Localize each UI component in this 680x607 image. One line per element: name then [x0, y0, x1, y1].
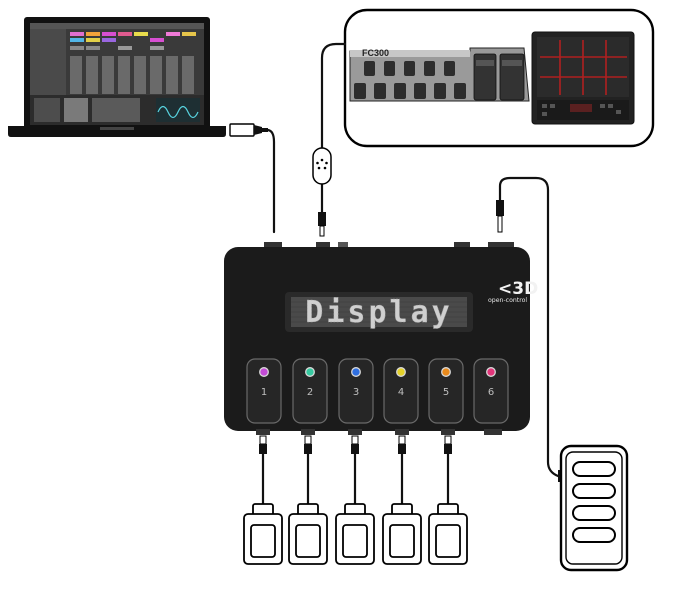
expression-pedal-icon [558, 444, 629, 572]
brand-name: open-control [488, 297, 527, 304]
footswitch-button-6[interactable]: 6 [473, 358, 509, 424]
footswitch-led [259, 367, 269, 377]
footswitch-led [396, 367, 406, 377]
footswitch-button-5[interactable]: 5 [428, 358, 464, 424]
footswitch-number: 2 [307, 387, 313, 398]
footswitch-button-4[interactable]: 4 [383, 358, 419, 424]
expression-cable [498, 176, 565, 480]
footswitch-number: 1 [261, 387, 267, 398]
daw-clips [70, 32, 196, 50]
footswitch-number: 4 [398, 387, 404, 398]
pedalboard-switches [354, 61, 466, 99]
brand-mark: <3D [498, 279, 538, 299]
footswitch-pedal-icon [335, 503, 375, 565]
footswitch-button-2[interactable]: 2 [292, 358, 328, 424]
usb-cable [266, 128, 276, 234]
midi-din-plug-icon [312, 147, 332, 185]
usb-plug-icon [229, 123, 268, 137]
footswitch-led [351, 367, 361, 377]
footswitch-pedal-icon [428, 503, 468, 565]
midi-pedalboard: FC300 [349, 47, 530, 102]
display-text: Display [305, 295, 452, 330]
footswitch-led [305, 367, 315, 377]
pedalboard-brand: FC300 [362, 48, 389, 58]
cables [261, 42, 565, 506]
footswitch-number: 3 [353, 387, 359, 398]
footswitch-pedal-icon [243, 503, 283, 565]
footswitch-number: 5 [443, 387, 449, 398]
footswitch-button-3[interactable]: 3 [338, 358, 374, 424]
jack-plug-icon [318, 200, 504, 237]
footswitch-row: 1 2 3 4 5 6 [246, 358, 509, 424]
footswitch-led [486, 367, 496, 377]
laptop-icon [8, 17, 226, 137]
footswitch-pedals [243, 503, 468, 565]
footswitch-button-1[interactable]: 1 [246, 358, 282, 424]
jack-plugs-bottom [259, 435, 452, 454]
footswitch-pedal-icon [382, 503, 422, 565]
dot-matrix-grid [291, 301, 467, 323]
footswitch-led [441, 367, 451, 377]
open-control-controller: Display <3D open-control 1 2 3 4 5 6 [224, 242, 538, 435]
footswitch-number: 6 [488, 387, 494, 398]
midi-cable [320, 42, 347, 150]
drum-pad-icon [531, 31, 635, 125]
footswitch-pedal-icon [288, 503, 328, 565]
